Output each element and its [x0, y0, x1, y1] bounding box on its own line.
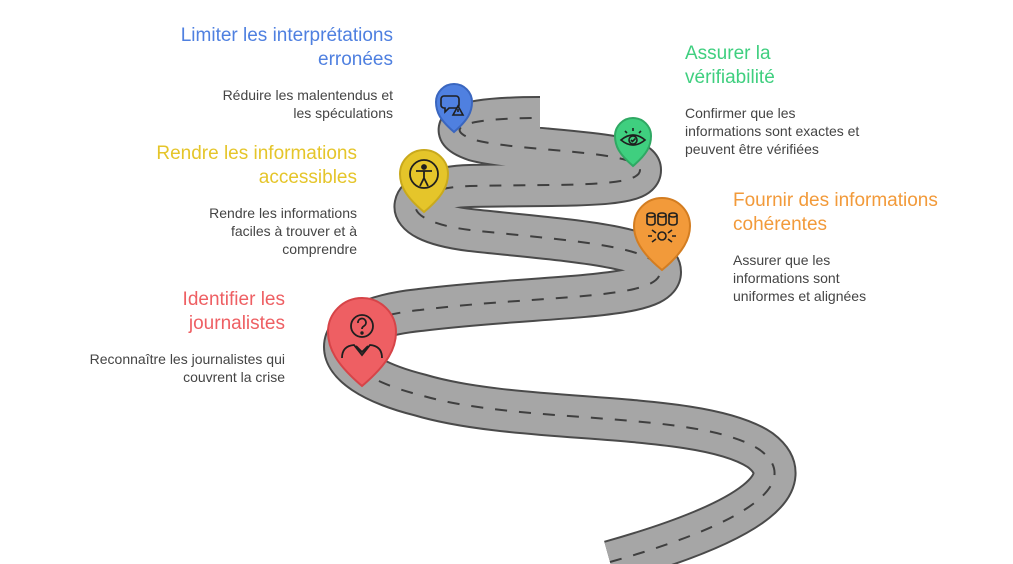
step-journalistes: Identifier les journalistes Reconnaître … — [85, 288, 285, 386]
step-coherentes: Fournir des informations cohérentes Assu… — [733, 189, 973, 305]
step-limiter: Limiter les interprétations erronées Réd… — [133, 24, 393, 122]
step-title: Assurer la vérifiabilité — [685, 43, 775, 88]
step-accessibles: Rendre les informations accessibles Rend… — [127, 142, 357, 258]
pin-verifiabilite — [613, 117, 653, 168]
step-description: Reconnaître les journalistes qui couvren… — [89, 351, 285, 385]
step-description: Réduire les malentendus et les spéculati… — [222, 87, 393, 121]
person-question-icon — [341, 314, 383, 359]
database-sync-icon — [646, 212, 678, 243]
pin-coherentes — [632, 197, 692, 272]
accessibility-icon — [409, 159, 439, 189]
step-description: Assurer que les informations sont unifor… — [733, 252, 867, 304]
step-description: Rendre les informations faciles à trouve… — [209, 205, 357, 257]
pin-accessibles — [398, 149, 450, 214]
speech-warning-icon — [440, 95, 465, 116]
step-title: Rendre les informations accessibles — [156, 143, 357, 188]
step-description: Confirmer que les informations sont exac… — [685, 105, 860, 157]
step-title: Fournir des informations cohérentes — [733, 190, 938, 235]
step-verifiabilite: Assurer la vérifiabilité Confirmer que l… — [685, 42, 875, 158]
pin-journalistes — [326, 297, 398, 388]
eye-check-icon — [619, 128, 647, 146]
step-title: Identifier les journalistes — [182, 289, 285, 334]
pin-limiter — [434, 83, 474, 134]
step-title: Limiter les interprétations erronées — [180, 25, 393, 70]
